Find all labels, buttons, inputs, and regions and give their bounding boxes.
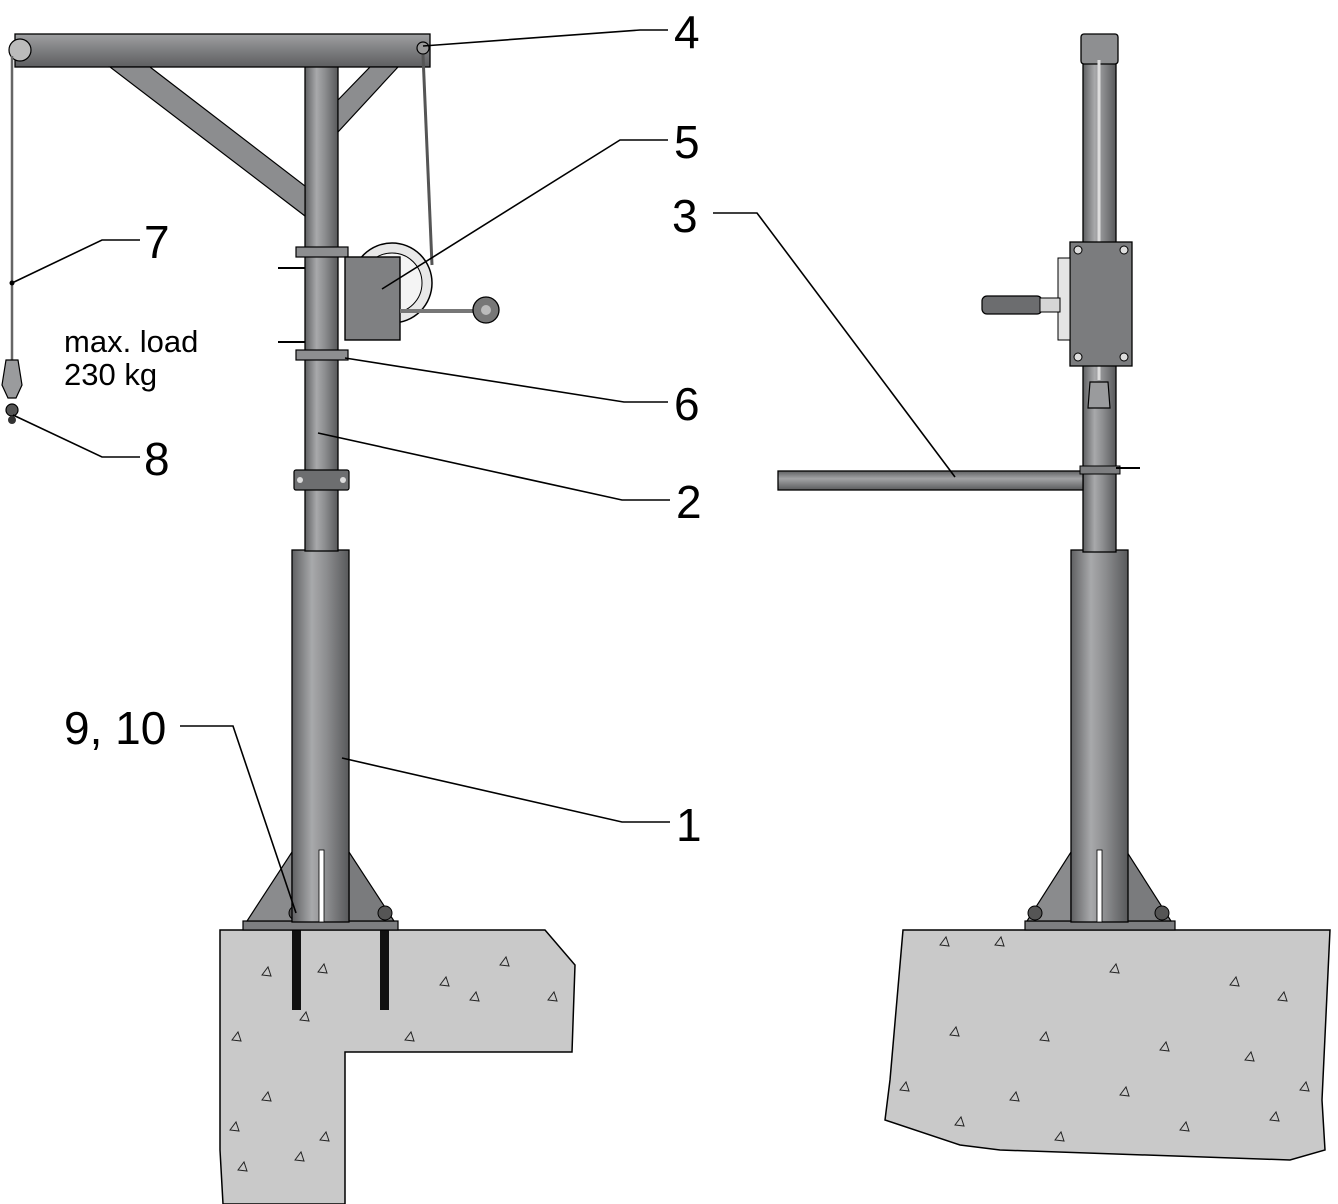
pulley-right — [416, 41, 430, 55]
callout-1: 1 — [676, 799, 702, 851]
load-hook — [1, 359, 23, 399]
jib-beam — [14, 33, 431, 68]
concrete-aggregate-right — [899, 935, 1310, 1142]
hook-eye — [5, 403, 19, 417]
winch-plate-front — [1069, 241, 1133, 367]
hook-front — [1087, 381, 1111, 409]
concrete-slab-left — [219, 929, 576, 1204]
jib-end — [1080, 33, 1119, 65]
socket-slot-left — [318, 849, 325, 923]
max-load-value: 230 kg — [64, 357, 157, 392]
side-view — [1, 33, 576, 1204]
concrete-slab-right — [884, 929, 1331, 1161]
callout-8: 8 — [144, 433, 170, 485]
pulley-left — [8, 38, 32, 62]
winch-housing — [344, 256, 401, 341]
stop-collar — [293, 469, 350, 491]
swivel-arm — [777, 470, 1084, 491]
cable-right — [421, 54, 434, 266]
callout-5: 5 — [674, 116, 700, 168]
callout-9-10: 9, 10 — [64, 702, 166, 754]
anchor-bolt-left-1 — [292, 928, 301, 1010]
winch-handle-front — [981, 295, 1043, 315]
gusset-left-a — [245, 849, 293, 922]
clamp-lower — [295, 349, 349, 361]
callout-2: 2 — [676, 476, 702, 528]
leader-lines — [11, 29, 956, 914]
brace-left — [108, 66, 306, 218]
callout-3: 3 — [672, 190, 698, 242]
nut-left-2 — [377, 905, 393, 921]
callout-6: 6 — [674, 378, 700, 430]
brace-right — [337, 66, 400, 134]
callout-7: 7 — [144, 216, 170, 268]
concrete-aggregate-left — [229, 955, 558, 1172]
callout-4: 4 — [674, 6, 700, 58]
anchor-bolt-left-2 — [380, 928, 389, 1010]
clamp-upper — [295, 246, 349, 258]
front-view — [777, 33, 1331, 1161]
max-load-label: max. load — [64, 324, 198, 359]
